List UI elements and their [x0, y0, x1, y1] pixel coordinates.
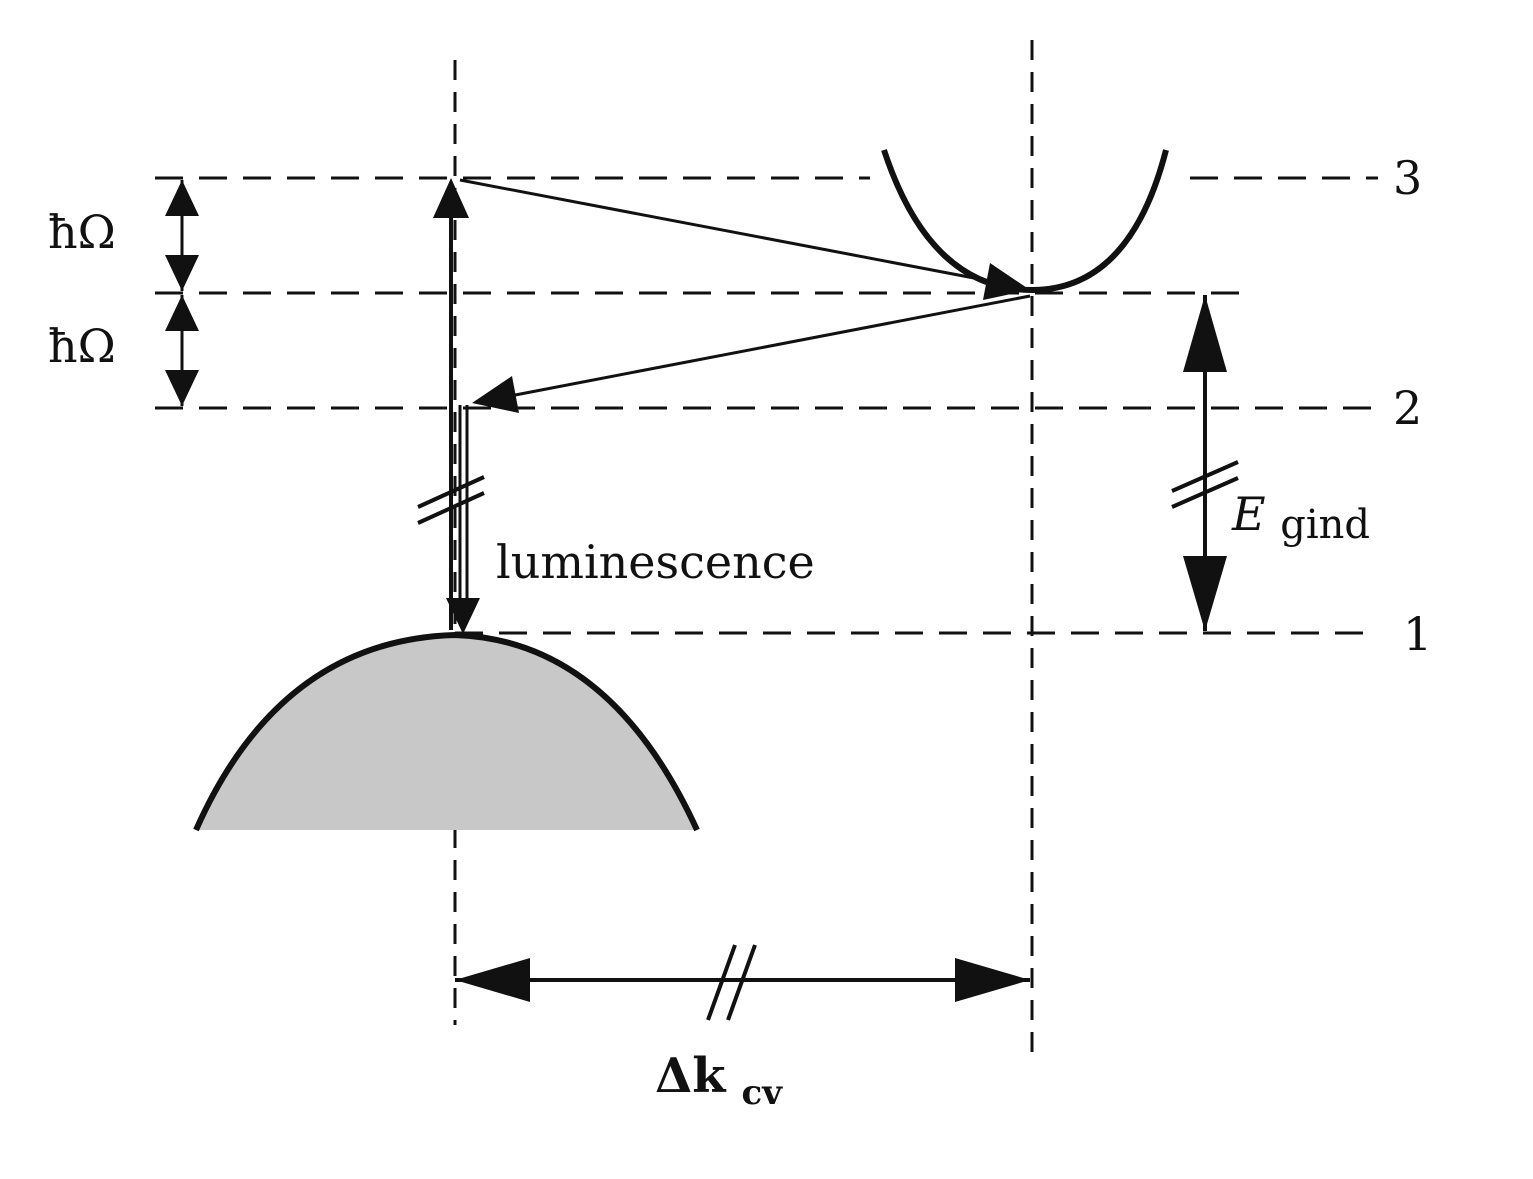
momentum-arrow — [455, 944, 1030, 1021]
excitation-arrow — [433, 178, 469, 630]
scatter-arrow-down-left — [472, 294, 1031, 413]
valence-band-dome — [196, 635, 697, 830]
momentum-subscript: cv — [742, 1073, 784, 1113]
gap-energy-label: E gind — [1231, 487, 1370, 548]
phonon-arrow-upper — [165, 180, 199, 291]
level-2-label: 2 — [1393, 381, 1422, 435]
gap-break-mark-1 — [1171, 460, 1239, 493]
gap-break-mark-2 — [1171, 476, 1239, 509]
luminescence-label: luminescence — [496, 535, 815, 589]
level-1-label: 1 — [1403, 607, 1432, 661]
luminescence-break-mark-1 — [417, 475, 485, 509]
phonon-arrow-lower — [165, 295, 199, 406]
gap-energy-symbol: E — [1231, 487, 1266, 541]
luminescence-arrow — [417, 405, 485, 634]
gap-arrow — [1171, 295, 1239, 631]
phonon-energy-label-lower: ħΩ — [48, 319, 116, 373]
gap-energy-subscript: gind — [1280, 502, 1370, 548]
momentum-break-mark-1 — [706, 944, 737, 1021]
momentum-label: Δk cv — [655, 1048, 783, 1113]
phonon-energy-label-upper: ħΩ — [48, 205, 116, 259]
level-3-label: 3 — [1393, 151, 1422, 205]
luminescence-break-mark-2 — [417, 491, 485, 525]
valence-band-curve — [193, 631, 700, 832]
scatter-arrow-down-right — [459, 178, 1030, 300]
momentum-symbol: Δk — [655, 1048, 727, 1104]
momentum-break-mark-2 — [726, 944, 757, 1021]
conduction-band-curve — [881, 149, 1169, 294]
